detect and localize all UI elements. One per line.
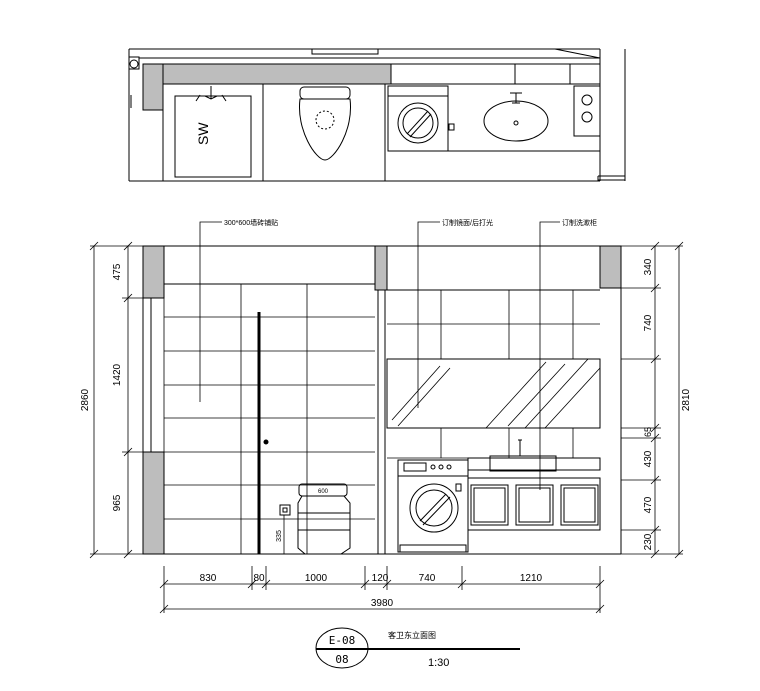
title-block bbox=[315, 627, 520, 669]
drawing-title: 客卫东立面图 bbox=[388, 630, 436, 640]
dim-right-3: 430 bbox=[643, 450, 654, 467]
dim-right-total: 2810 bbox=[681, 388, 692, 411]
svg-text:335: 335 bbox=[276, 530, 283, 542]
tile-callout-label: 300*600墙砖铺贴 bbox=[224, 218, 278, 227]
drawing-scale: 1:30 bbox=[428, 657, 449, 669]
dim-bottom-3: 120 bbox=[372, 573, 389, 584]
dim-bottom-1: 80 bbox=[253, 573, 265, 584]
bottom-dimensions bbox=[159, 566, 605, 614]
dim-left-0: 475 bbox=[112, 263, 123, 280]
dim-left-1: 1420 bbox=[112, 363, 123, 386]
plan-view: SW bbox=[128, 48, 626, 182]
dim-right-2: 65 bbox=[643, 427, 653, 437]
dim-bottom-total: 3980 bbox=[371, 598, 394, 609]
mirror bbox=[386, 358, 601, 429]
dim-right-5: 230 bbox=[643, 533, 654, 550]
mirror-callout-label: 订制镜面/后打光 bbox=[442, 218, 493, 227]
dim-bottom-5: 1210 bbox=[520, 573, 543, 584]
shower-symbol: SW bbox=[195, 122, 211, 145]
right-dimensions bbox=[621, 241, 684, 559]
dim-right-0: 340 bbox=[643, 258, 654, 275]
elevation-view: 600 bbox=[142, 245, 622, 555]
toilet-height: 600 bbox=[318, 489, 329, 495]
sheet-number: 08 bbox=[335, 653, 348, 666]
cabinet-callout-label: 订制洗漱柜 bbox=[562, 218, 597, 227]
dim-bottom-2: 1000 bbox=[305, 573, 328, 584]
dim-right-4: 470 bbox=[643, 496, 654, 513]
dim-left-total: 2860 bbox=[80, 388, 91, 411]
drawing-code: E-08 bbox=[329, 634, 356, 647]
left-dimensions bbox=[89, 241, 143, 559]
dim-bottom-4: 740 bbox=[419, 573, 436, 584]
tile-grid-left bbox=[163, 284, 375, 554]
dim-bottom-0: 830 bbox=[200, 573, 217, 584]
callouts bbox=[199, 221, 560, 490]
dim-right-1: 740 bbox=[643, 314, 654, 331]
dim-left-2: 965 bbox=[112, 494, 123, 511]
outlet-dimension: 335 bbox=[276, 515, 287, 555]
tile-grid-right bbox=[387, 290, 600, 459]
